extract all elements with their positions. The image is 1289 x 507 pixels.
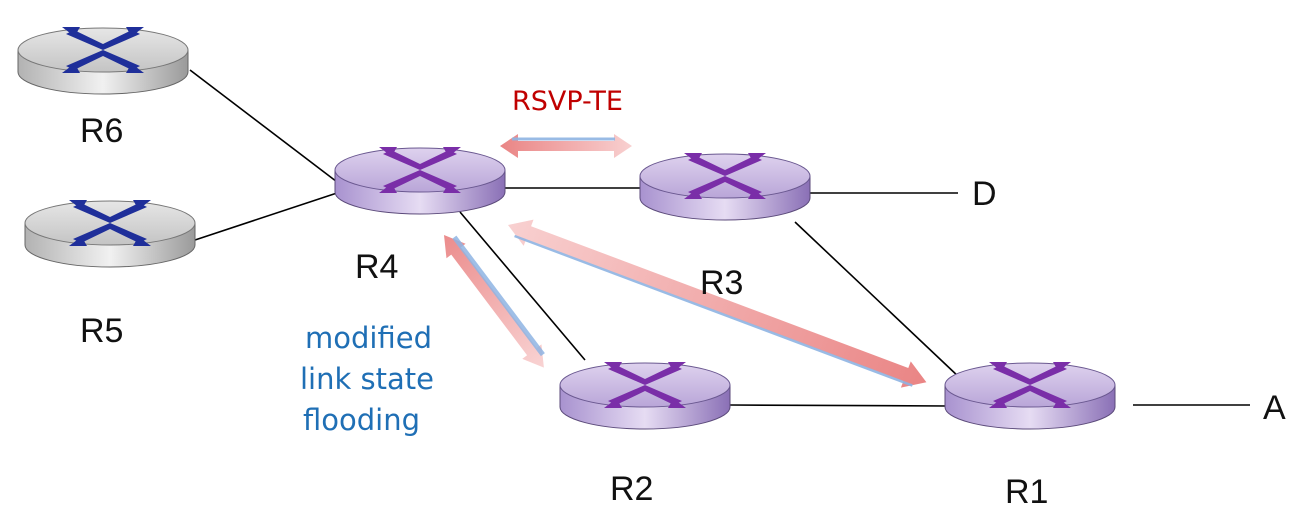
flooding-arrow-icon [444, 235, 545, 368]
router-label-r3: R3 [700, 264, 743, 302]
link-r4-r2 [459, 211, 586, 361]
router-label-r5: R5 [80, 312, 123, 350]
host-label-a: A [1263, 389, 1286, 427]
router-label-r2: R2 [610, 470, 653, 507]
router-r4 [334, 147, 506, 215]
links-layer [189, 69, 1250, 407]
router-label-r6: R6 [80, 112, 123, 150]
flooding-label-line2: link state [300, 362, 434, 396]
link-r2-r1 [729, 404, 949, 407]
router-icon [989, 362, 1071, 408]
flooding-label-line1: modified [305, 321, 432, 355]
link-r6-r4 [189, 69, 346, 189]
router-r2 [559, 362, 731, 430]
router-icon [604, 362, 686, 408]
rsvp-te-arrow-icon [500, 134, 632, 158]
labels-layer: R6 R5 R4 R3 R2 R1 D A RSVP-TE modified l… [80, 86, 1286, 507]
router-icon [684, 153, 766, 199]
router-r3 [639, 153, 811, 221]
router-icon [379, 147, 461, 193]
router-icon [62, 27, 144, 73]
host-label-d: D [972, 175, 997, 213]
router-r5 [24, 200, 196, 268]
rsvp-te-label: RSVP-TE [512, 86, 623, 117]
signaling-arrows [444, 134, 927, 388]
flooding-label-line3: flooding [303, 403, 420, 437]
router-label-r4: R4 [355, 248, 398, 286]
link-r5-r4 [194, 191, 341, 241]
link-r3-r1 [794, 221, 961, 379]
router-label-r1: R1 [1005, 473, 1048, 507]
r4-r1-arrow-icon [508, 219, 927, 388]
router-r6 [17, 27, 189, 95]
routers-layer [17, 27, 1116, 430]
router-r1 [944, 362, 1116, 430]
router-icon [69, 200, 151, 246]
